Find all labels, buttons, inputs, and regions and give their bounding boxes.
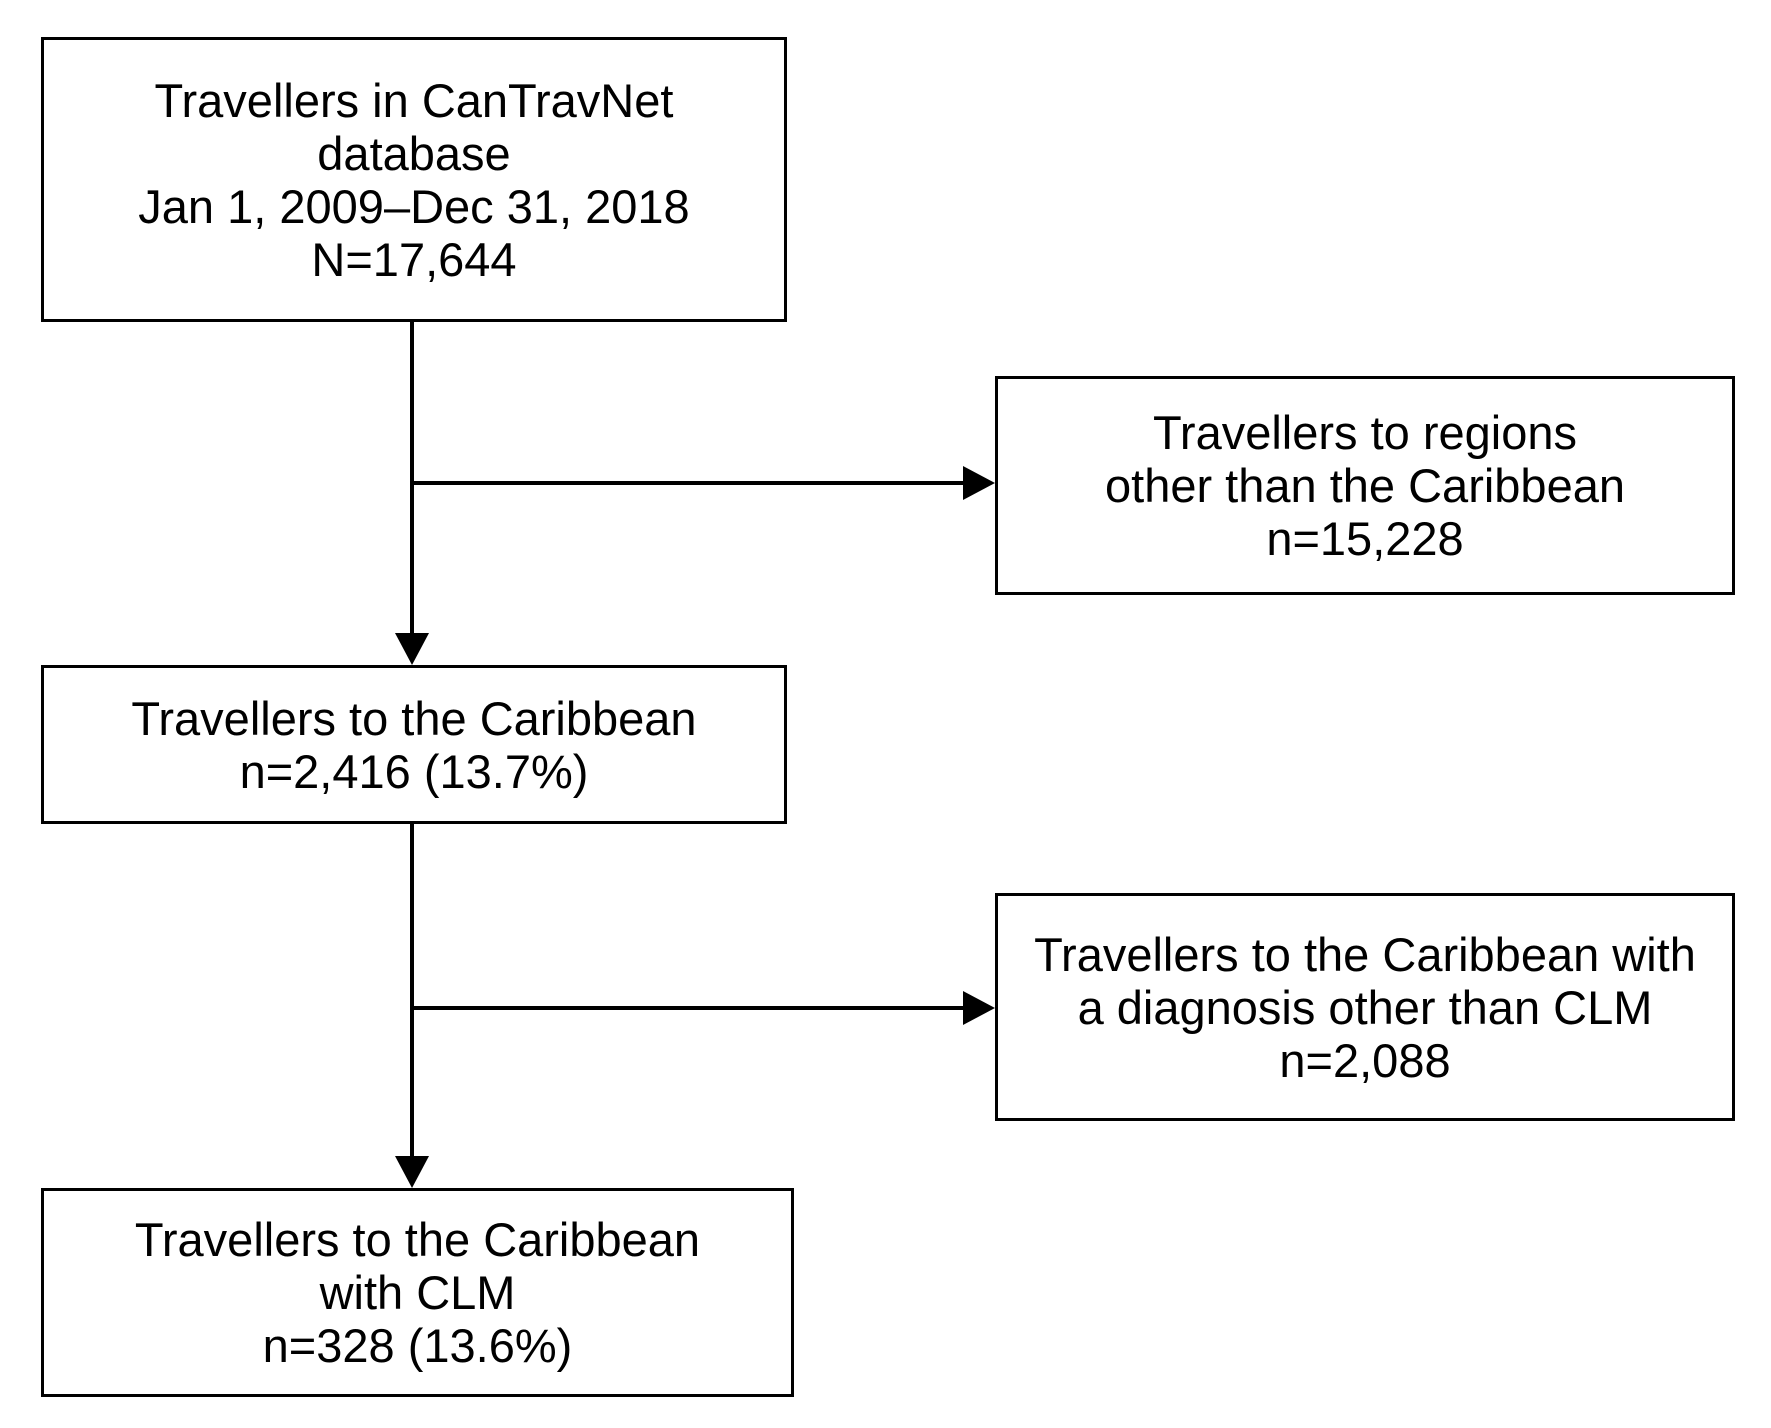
- box-source-count: N=17,644: [311, 232, 517, 286]
- box-source-line-2: database: [317, 126, 511, 180]
- box-source-line-3: Jan 1, 2009–Dec 31, 2018: [138, 179, 690, 233]
- box-caribbean: Travellers to the Caribbean n=2,416 (13.…: [41, 665, 787, 824]
- box-source-population: Travellers in CanTravNet database Jan 1,…: [41, 37, 787, 322]
- box-non-clm-line-2: a diagnosis other than CLM: [1077, 980, 1653, 1034]
- arrow-branch-non-caribbean-head-icon: [963, 466, 995, 500]
- arrow-caribbean-to-clm-line: [410, 824, 414, 1158]
- box-clm-count: n=328 (13.6%): [262, 1319, 573, 1372]
- box-non-clm-line-1: Travellers to the Caribbean with: [1034, 927, 1696, 981]
- box-non-caribbean-line-2: other than the Caribbean: [1105, 459, 1625, 512]
- box-non-clm-diagnosis: Travellers to the Caribbean with a diagn…: [995, 893, 1735, 1121]
- box-non-caribbean-count: n=15,228: [1266, 512, 1464, 565]
- box-source-line-1: Travellers in CanTravNet: [154, 73, 674, 127]
- box-clm-line-1: Travellers to the Caribbean: [134, 1213, 701, 1266]
- box-clm: Travellers to the Caribbean with CLM n=3…: [41, 1188, 794, 1397]
- box-non-clm-count: n=2,088: [1279, 1033, 1451, 1087]
- box-non-caribbean: Travellers to regions other than the Car…: [995, 376, 1735, 595]
- arrow-branch-non-clm-head-icon: [963, 991, 995, 1025]
- box-non-caribbean-line-1: Travellers to regions: [1152, 406, 1578, 459]
- box-clm-line-2: with CLM: [319, 1266, 516, 1319]
- arrow-branch-non-caribbean-line: [410, 481, 965, 485]
- arrow-branch-non-clm-line: [410, 1006, 965, 1010]
- arrow-source-to-caribbean-head-icon: [395, 633, 429, 665]
- box-caribbean-count: n=2,416 (13.7%): [239, 744, 589, 798]
- arrow-caribbean-to-clm-head-icon: [395, 1156, 429, 1188]
- box-caribbean-line-1: Travellers to the Caribbean: [131, 691, 697, 745]
- arrow-source-to-caribbean-line: [410, 322, 414, 637]
